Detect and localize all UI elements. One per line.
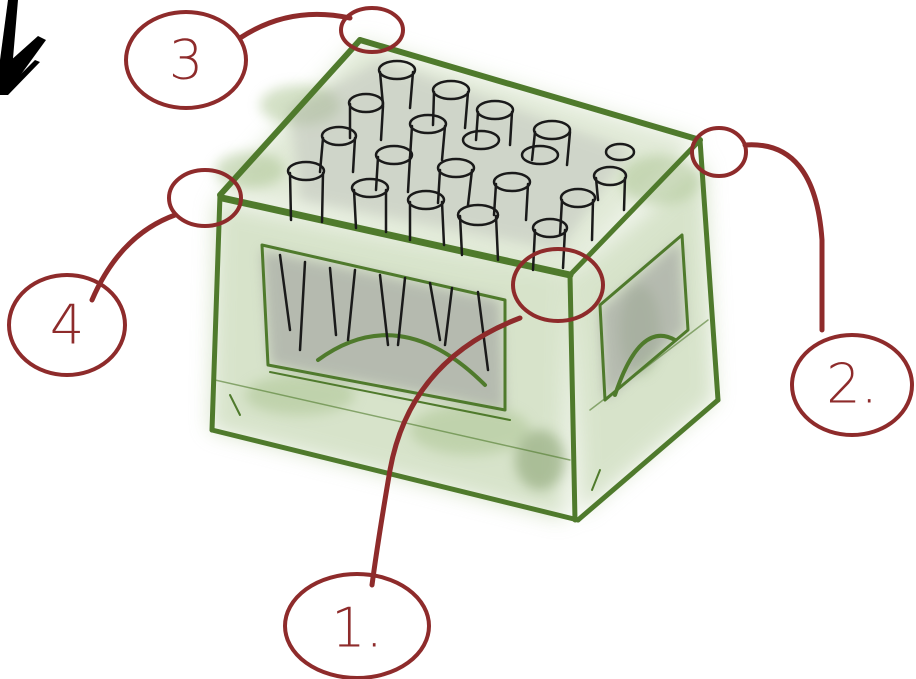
label-3: 3: [169, 29, 203, 92]
label-4: 4: [50, 294, 84, 357]
arrow-corner-icon: [0, 0, 46, 95]
label-2: 2.: [826, 353, 878, 416]
connector-2: [745, 145, 822, 330]
crate-sketch: [210, 40, 718, 520]
connector-3: [240, 14, 350, 38]
label-1: 1.: [331, 597, 383, 660]
